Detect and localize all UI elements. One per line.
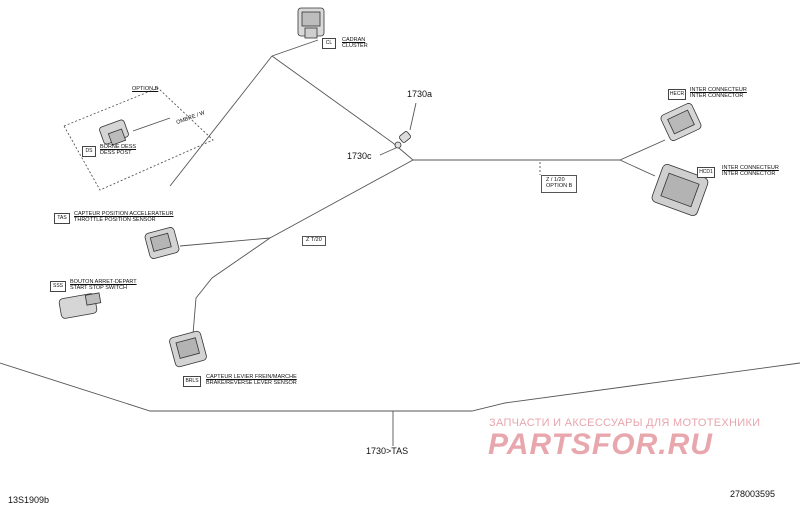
wire-right-down: [619, 159, 656, 177]
option-b-right-label: Z / 1/20 OPTION B: [541, 175, 578, 193]
inter-lower-label-en: INTER CONNECTOR: [722, 170, 776, 177]
throttle-label-fr: CAPTEUR POSITION ACCELERATEUR: [74, 211, 174, 217]
watermark-logo: PARTSFOR.RU: [488, 428, 713, 461]
brake-lever-label: CAPTEUR LEVIER FREIN/MARCHE BRAKE/REVERS…: [206, 374, 297, 387]
inter-lower-label-fr: INTER CONNECTEUR: [722, 165, 779, 171]
throttle-connector: [144, 227, 180, 259]
watermark-title: ЗАПЧАСТИ И АКСЕССУАРЫ ДЛЯ МОТОТЕХНИКИ: [489, 417, 761, 429]
wire-diag-post: [132, 117, 171, 132]
option-b-top-label: OPTION B: [132, 86, 159, 92]
cluster-code: CL: [322, 38, 336, 49]
cluster-connector: [297, 7, 325, 39]
inline-connector-1730: [394, 131, 411, 149]
wire-option-b-branch: [169, 55, 273, 187]
bottom-outline: [0, 362, 800, 412]
inter-lower-label: INTER CONNECTEUR INTER CONNECTOR: [722, 165, 779, 178]
option-b-right-text: OPTION B: [546, 182, 573, 189]
footer-left-code: 13S1909b: [8, 495, 50, 505]
wire-center-left: [269, 159, 414, 239]
wire-cluster-branch: [271, 55, 394, 144]
wire-tag-right: Z / 1/20: [546, 177, 565, 183]
callout-1730c: 1730c: [347, 151, 372, 161]
inter-connector-upper: [660, 103, 702, 141]
diag-post-label-en: DESS POST: [100, 149, 132, 156]
brake-lever-connector: [169, 330, 207, 368]
wire-to-throttle: [179, 237, 271, 247]
inter-upper-label: INTER CONNECTEUR INTER CONNECTOR: [690, 87, 747, 100]
brake-lever-label-fr: CAPTEUR LEVIER FREIN/MARCHE: [206, 374, 297, 380]
inter-lower-code: HCD1: [697, 167, 715, 178]
cluster-label-fr: CADRAN: [342, 37, 366, 43]
start-stop-label: BOUTON ARRET-DEPART START STOP SWITCH: [70, 279, 137, 292]
start-stop-label-en: START STOP SWITCH: [70, 284, 127, 291]
brake-lever-code: BRLS: [183, 376, 201, 387]
inter-upper-label-en: INTER CONNECTOR: [690, 92, 744, 99]
callout-main: 1730>TAS: [366, 446, 409, 456]
cluster-label: CADRAN CLUSTER: [342, 37, 368, 50]
callout-1730a: 1730a: [407, 89, 433, 99]
inter-upper-code: HECR: [668, 89, 686, 100]
wire-to-brake: [192, 237, 271, 335]
start-stop-connector: [58, 292, 102, 319]
inter-connector-lower: [651, 164, 709, 216]
wire-to-cluster: [271, 39, 319, 57]
diag-post-label: BORNE DESS DESS POST: [100, 144, 137, 157]
option-b-region: [63, 87, 214, 191]
diag-post-code: DS: [82, 146, 96, 157]
throttle-label-en: THROTTLE POSITION SENSOR: [74, 216, 156, 223]
diag-post-label-fr: BORNE DESS: [100, 144, 137, 150]
throttle-code: TAS: [54, 213, 70, 224]
brake-lever-label-en: BRAKE/REVERSE LEVER SENSOR: [206, 379, 297, 386]
throttle-label: CAPTEUR POSITION ACCELERATEUR THROTTLE P…: [74, 211, 174, 224]
wire-tag-left: Z T/20: [302, 236, 326, 246]
cluster-label-en: CLUSTER: [342, 42, 368, 49]
start-stop-label-fr: BOUTON ARRET-DEPART: [70, 279, 137, 285]
start-stop-code: SSS: [50, 281, 66, 292]
inter-upper-label-fr: INTER CONNECTEUR: [690, 87, 747, 93]
footer-right-code: 278003595: [730, 489, 776, 499]
wire-right-up: [619, 139, 666, 161]
callout-leader-1730a: [409, 102, 417, 131]
callout-leader-1730c: [379, 146, 399, 156]
diag-post-connector: [99, 119, 129, 146]
